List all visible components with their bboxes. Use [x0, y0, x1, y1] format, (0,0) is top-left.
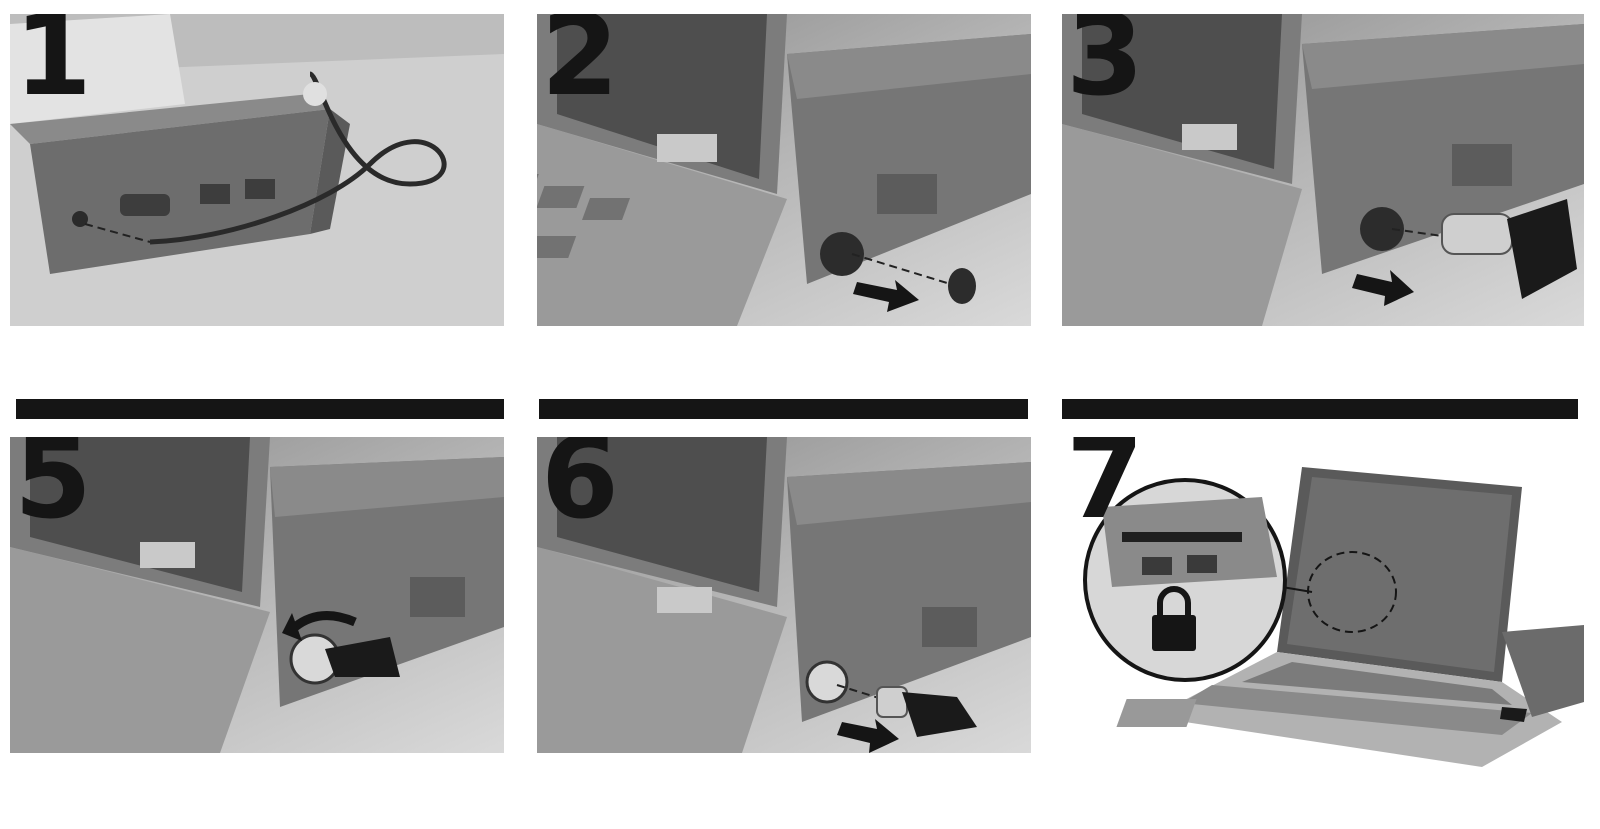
step-number: 5	[14, 437, 92, 544]
step-7-panel: 7	[1062, 437, 1584, 767]
step-3-panel: 3	[1062, 14, 1584, 326]
turn-key-illustration	[10, 437, 504, 753]
step-separator-bar	[539, 399, 1028, 419]
remove-key-illustration	[537, 437, 1031, 753]
padlock-icon	[1152, 586, 1196, 651]
step-separator-bar	[16, 399, 504, 419]
step-2-panel: 2	[537, 14, 1031, 326]
step-number: 7	[1066, 437, 1144, 544]
dock-with-cable-illustration	[10, 14, 504, 326]
step-6-panel: 6	[537, 437, 1031, 753]
step-number: 1	[14, 14, 92, 121]
step-5-panel: 5	[10, 437, 504, 753]
insert-lock-illustration	[1062, 14, 1584, 326]
step-separator-bar	[1062, 399, 1578, 419]
step-1-panel: 1	[10, 14, 504, 326]
remove-cap-illustration	[537, 14, 1031, 326]
docked-locked-laptop-illustration	[1083, 467, 1584, 767]
step-number: 2	[541, 14, 619, 121]
step-number: 6	[541, 437, 619, 544]
step-number: 3	[1066, 14, 1144, 121]
